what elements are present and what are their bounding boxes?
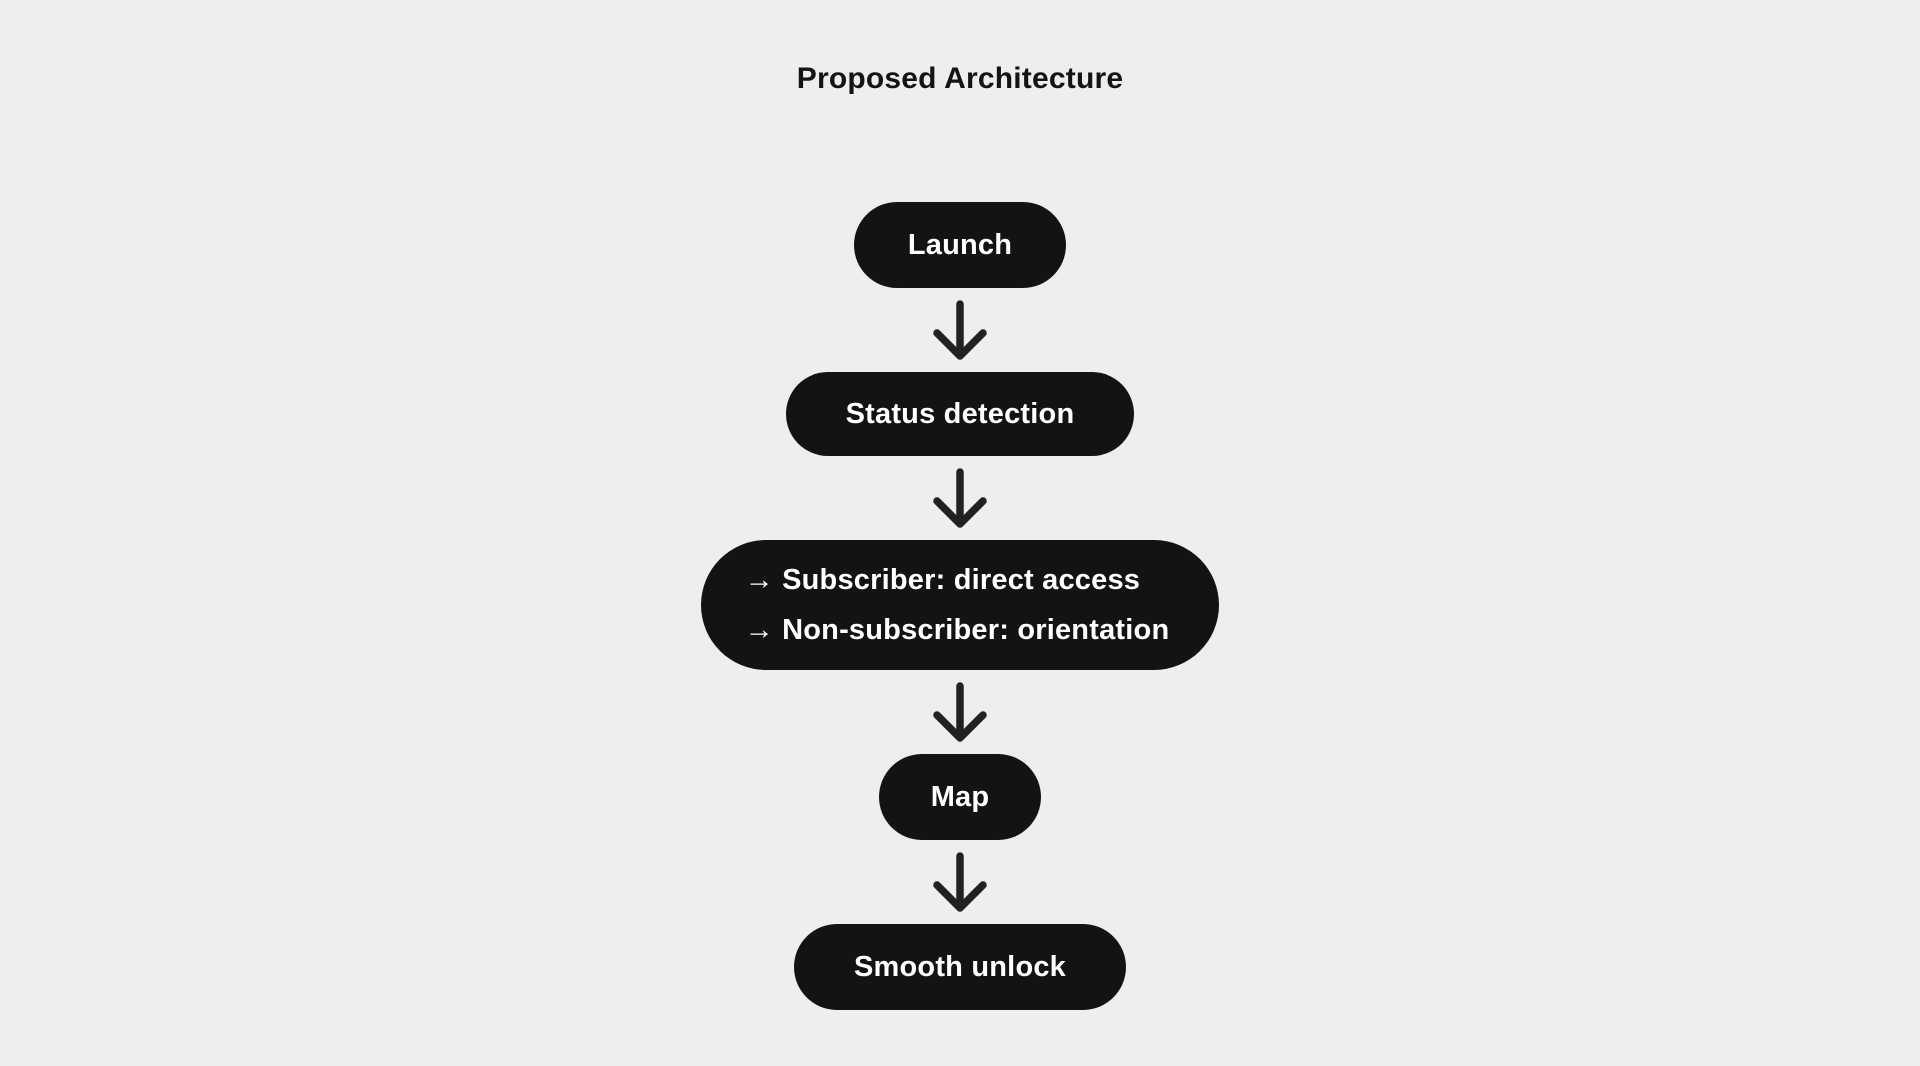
node-map-label: Map xyxy=(930,780,990,813)
down-arrow-icon xyxy=(933,300,987,360)
node-branch: → Subscriber: direct access → Non-subscr… xyxy=(700,540,1220,670)
flow-column: Launch Status detection → Subscriber: di… xyxy=(700,98,1220,1010)
node-status-detection: Status detection xyxy=(785,372,1135,456)
diagram-title: Proposed Architecture xyxy=(796,62,1124,95)
node-smooth-unlock: Smooth unlock xyxy=(793,924,1127,1010)
branch-line-subscriber: → Subscriber: direct access xyxy=(744,564,1141,596)
down-arrow-icon xyxy=(933,682,987,742)
node-launch-label: Launch xyxy=(907,228,1013,261)
node-smooth-unlock-label: Smooth unlock xyxy=(853,950,1067,983)
node-map: Map xyxy=(878,754,1042,840)
node-launch: Launch xyxy=(853,202,1067,288)
down-arrow-icon xyxy=(933,468,987,528)
branch-line-non-subscriber: → Non-subscriber: orientation xyxy=(744,614,1170,646)
down-arrow-icon xyxy=(933,852,987,912)
node-status-detection-label: Status detection xyxy=(845,397,1075,430)
